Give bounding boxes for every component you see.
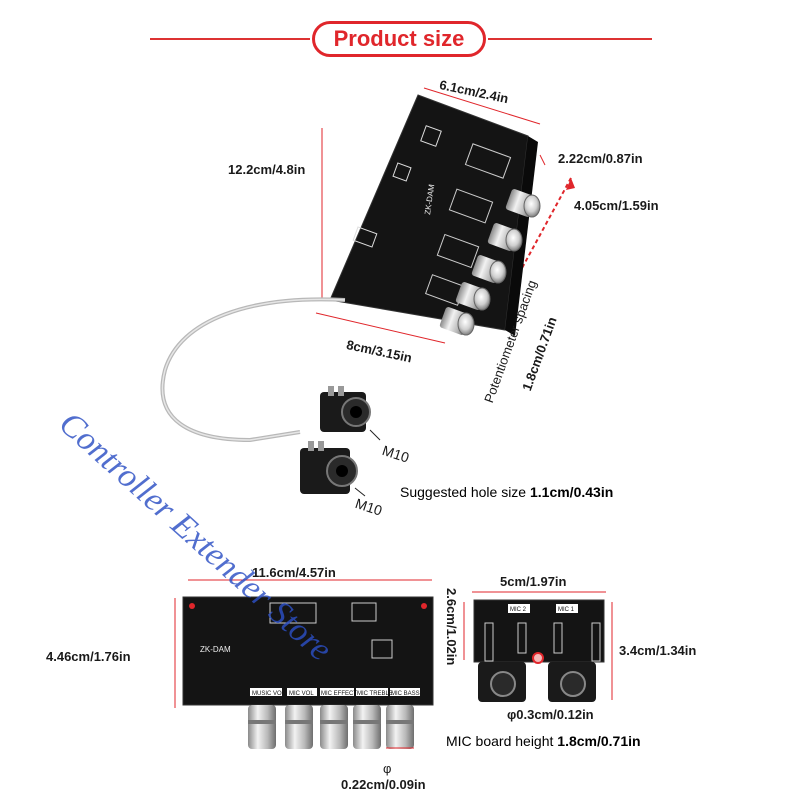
mic-board: MIC 2 MIC 1 (463, 591, 613, 702)
bottom-board-face (182, 596, 434, 706)
top-knob-5 (439, 307, 475, 336)
title-badge: Product size (312, 21, 486, 57)
suggested-hole-size: Suggested hole size 1.1cm/0.43in (400, 484, 613, 500)
shaft-symbol: φ (383, 761, 392, 776)
jack-2 (300, 441, 358, 494)
bottom-knob-labels: MUSIC VOL MIC VOL MIC EFFECT MIC TREBLE … (250, 688, 420, 697)
mic-board-height-text: MIC board height (446, 733, 554, 749)
jack-1 (320, 386, 371, 432)
title-line-left (150, 38, 310, 40)
bottom-knob-label-5: MIC BASS (391, 691, 420, 697)
bottom-knob-4 (353, 705, 381, 749)
bottom-board: ZK-DAM MUSIC VOL MIC VOL MIC EFFECT MIC … (174, 579, 434, 749)
top-knob-3 (471, 255, 507, 284)
suggested-hole-value: 1.1cm/0.43in (529, 484, 614, 500)
top-length-label: 12.2cm/4.8in (228, 162, 306, 177)
top-height-label: 2.22cm/0.87in (558, 151, 643, 166)
title-line-right (488, 38, 652, 40)
top-board-model: ZK-DAM (423, 183, 436, 215)
mic-mount-hole (532, 652, 544, 664)
shaft-value: 0.22cm/0.09in (341, 777, 426, 792)
mic-chip-label-1: MIC 1 (558, 607, 575, 613)
bottom-width-label: 11.6cm/4.57in (252, 565, 336, 580)
bottom-knob-2 (285, 705, 313, 749)
suggested-hole-text: Suggested hole size (400, 484, 527, 500)
bottom-knob-label-4: MIC TREBLE (357, 691, 393, 697)
top-board: ZK-DAM (315, 87, 575, 344)
top-knob-4 (455, 282, 491, 311)
bottom-board-model: ZK-DAM (200, 645, 231, 654)
bottom-knob-label-3: MIC EFFECT (321, 691, 357, 697)
bottom-knob-5 (386, 705, 414, 749)
mic-chip-label-2: MIC 2 (510, 607, 527, 613)
cable (160, 297, 346, 443)
top-knob-2 (487, 223, 523, 252)
bottom-height-label: 4.46cm/1.76in (46, 649, 131, 664)
mic-board-height: MIC board height 1.8cm/0.71in (446, 733, 641, 749)
mic-height-label: 3.4cm/1.34in (619, 643, 697, 658)
mic-board-height-value: 1.8cm/0.71in (557, 733, 641, 749)
page-title: Product size (333, 26, 465, 51)
mic-board-face (473, 599, 605, 663)
mic-hole-label: φ0.3cm/0.12in (507, 707, 594, 722)
bottom-knob-3 (320, 705, 348, 749)
mic-width-label: 5cm/1.97in (500, 574, 567, 589)
top-pot-row-label: 4.05cm/1.59in (574, 198, 659, 213)
top-knob-1 (505, 189, 541, 218)
bottom-knob-1 (248, 705, 276, 749)
bottom-knob-label-1: MUSIC VOL (252, 691, 286, 697)
bottom-knob-label-2: MIC VOL (289, 691, 314, 697)
mic-thickness-label: 2.6cm/1.02in (444, 588, 459, 666)
